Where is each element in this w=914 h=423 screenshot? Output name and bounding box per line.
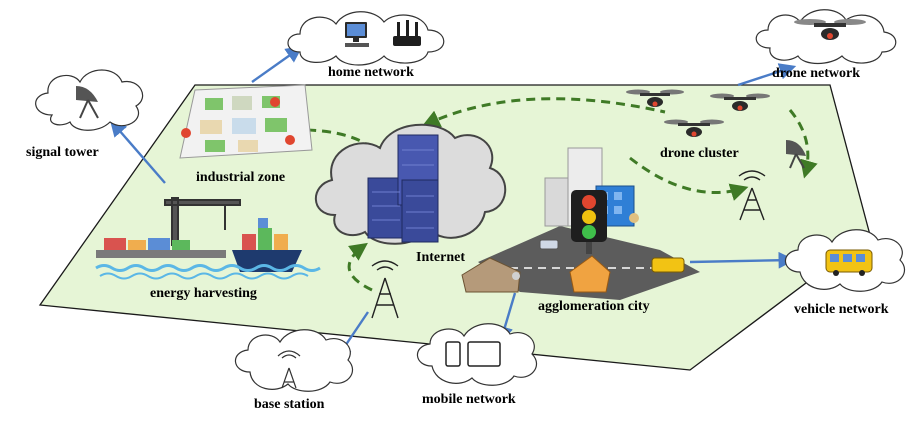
arrow-drone-network — [737, 63, 797, 87]
drone-icon — [710, 93, 770, 111]
internet-label: Internet — [416, 250, 465, 265]
arrow-signal-tower — [109, 119, 166, 184]
flow-internet-to-drones — [421, 97, 666, 127]
satellite-dish-icon — [76, 86, 99, 119]
ship-icon — [232, 250, 302, 272]
person-icon — [629, 213, 639, 223]
wifi-router-icon — [393, 20, 421, 46]
map-pin-icon — [285, 135, 295, 145]
signal-tower-label: signal tower — [26, 145, 99, 160]
drone-cluster — [626, 89, 770, 137]
arrow-home-network — [251, 46, 303, 83]
person-icon — [512, 272, 520, 280]
vehicle-network-label: vehicle network — [794, 302, 889, 317]
home-network-cloud — [287, 11, 445, 66]
flow-base-to-internet — [347, 242, 373, 292]
agglomeration-city — [461, 147, 700, 300]
drone-icon — [794, 19, 866, 40]
energy-harvesting-port — [95, 197, 321, 280]
home-network-label: home network — [328, 65, 414, 80]
base-station-radio-tower-icon — [277, 350, 301, 389]
bus-icon — [825, 249, 873, 276]
arrow-vehicle-network — [689, 251, 796, 269]
radio-tower-icon — [738, 170, 766, 221]
house-icon — [461, 255, 611, 293]
tablet-icon — [467, 341, 501, 367]
flow-dish-to-tower — [788, 109, 818, 179]
drone-icon — [664, 119, 724, 137]
map-pin-icon — [181, 128, 191, 138]
phone-icon — [445, 341, 461, 367]
internet-hub — [314, 123, 507, 245]
mobile-network-label: mobile network — [422, 392, 516, 407]
traffic-light-icon — [571, 190, 607, 254]
industrial-zone-map — [179, 84, 313, 159]
base-station-label: base station — [254, 397, 325, 412]
satellite-dish-icon — [786, 140, 806, 169]
drone-icon — [626, 89, 684, 107]
base-station-cloud — [234, 329, 354, 392]
agglomeration-city-label: agglomeration city — [538, 299, 650, 314]
server-rack-icon — [367, 134, 439, 243]
drone-cluster-label: drone cluster — [660, 146, 739, 161]
energy-harvesting-label: energy harvesting — [150, 286, 257, 301]
industrial-zone-label: industrial zone — [196, 170, 286, 185]
drone-network-label: drone network — [772, 66, 861, 81]
map-pin-icon — [270, 97, 280, 107]
desktop-computer-icon — [345, 22, 369, 47]
car-icon — [539, 239, 559, 250]
flow-drones-to-tower — [629, 156, 749, 201]
base-station-tower — [371, 260, 399, 319]
bus-icon — [651, 257, 685, 273]
